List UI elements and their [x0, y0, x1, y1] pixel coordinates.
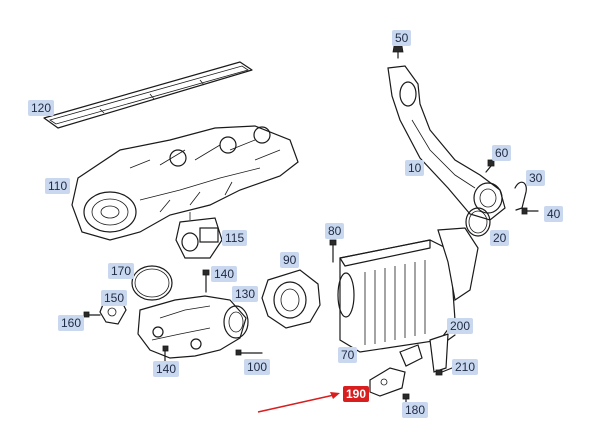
callout-40[interactable]: 40 — [544, 206, 564, 222]
bolt-100 — [235, 349, 263, 356]
intake-manifold-110 — [71, 125, 299, 241]
callout-200[interactable]: 200 — [447, 318, 474, 334]
bracket-200 — [429, 333, 456, 373]
callout-50[interactable]: 50 — [392, 30, 412, 46]
bracket-190 — [369, 367, 406, 397]
callout-190[interactable]: 190 — [343, 386, 370, 402]
callout-110[interactable]: 110 — [45, 178, 71, 194]
bolt-140a — [202, 269, 210, 293]
callout-60[interactable]: 60 — [492, 145, 512, 161]
gasket-120 — [43, 61, 253, 129]
intercooler-70 — [337, 227, 479, 353]
callout-90[interactable]: 90 — [280, 252, 300, 268]
actuator-115 — [175, 212, 223, 259]
bolt-210 — [435, 367, 453, 376]
callout-160[interactable]: 160 — [58, 315, 85, 331]
charge-pipe-10 — [387, 65, 506, 221]
callout-100[interactable]: 100 — [244, 359, 271, 375]
pointer-arrow — [257, 392, 340, 413]
ring-20 — [465, 207, 491, 237]
callout-80[interactable]: 80 — [325, 223, 345, 239]
bolt-80 — [329, 239, 337, 263]
throttle-body-90 — [261, 269, 321, 329]
hose-stub — [399, 344, 423, 367]
clip-30 — [514, 181, 527, 211]
intake-pipe-130 — [137, 295, 249, 359]
callout-150[interactable]: 150 — [101, 290, 128, 306]
callout-180[interactable]: 180 — [402, 402, 429, 418]
callout-120[interactable]: 120 — [28, 100, 55, 116]
callout-130[interactable]: 130 — [232, 286, 259, 302]
callout-115[interactable]: 115 — [222, 230, 248, 246]
callout-140b[interactable]: 140 — [153, 361, 180, 377]
bolt-40 — [521, 207, 539, 215]
bolt-60 — [485, 159, 495, 173]
bolt-160 — [83, 311, 101, 318]
callout-210[interactable]: 210 — [452, 359, 479, 375]
o-ring-170 — [131, 265, 173, 301]
bolt-50 — [392, 45, 404, 59]
callout-10[interactable]: 10 — [405, 160, 425, 176]
callout-30[interactable]: 30 — [526, 170, 546, 186]
callout-170[interactable]: 170 — [108, 263, 135, 279]
callout-20[interactable]: 20 — [490, 230, 510, 246]
bolt-140b — [162, 345, 169, 363]
callout-140a[interactable]: 140 — [211, 266, 238, 282]
callout-70[interactable]: 70 — [338, 347, 358, 363]
